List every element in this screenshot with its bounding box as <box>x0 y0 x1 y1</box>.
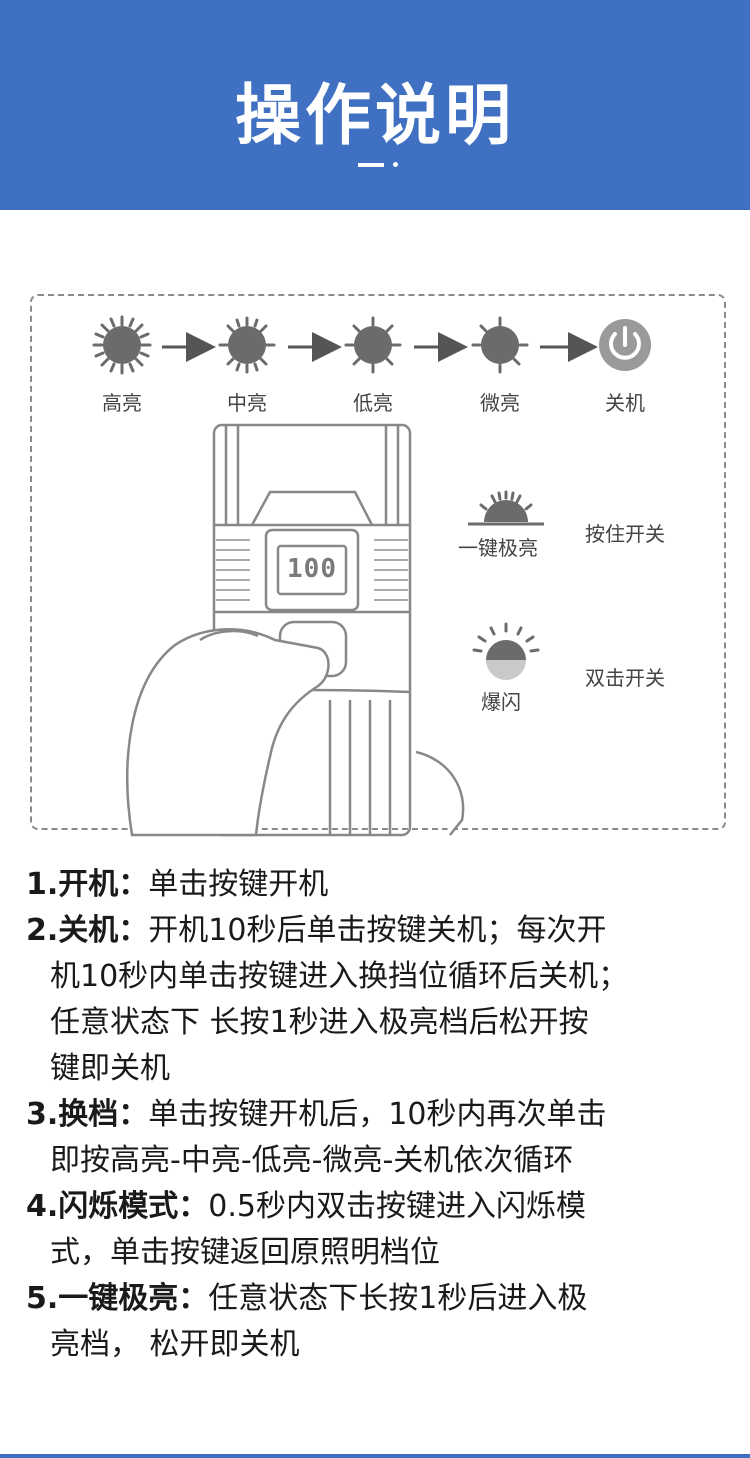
instruction-text: 式，单击按键返回原照明档位 <box>50 1235 440 1270</box>
instruction-list: 1.开机：单击按键开机 2.关机：开机10秒后单击按键关机；每次开 机10秒内单… <box>26 862 726 1368</box>
instruction-text: 0.5秒内双击按键进入闪烁模 <box>208 1189 586 1224</box>
instruction-text: 开机10秒后单击按键关机；每次开 <box>148 913 607 948</box>
instruction-text: 机10秒内单击按键进入换挡位循环后关机； <box>50 959 629 994</box>
illustration-frame <box>30 294 726 830</box>
instruction-item: 2.关机：开机10秒后单击按键关机；每次开 机10秒内单击按键进入换挡位循环后关… <box>26 908 726 1092</box>
page-title: 操作说明 <box>235 77 515 154</box>
instruction-text: 键即关机 <box>50 1051 170 1086</box>
mode-label-medium: 中亮 <box>227 391 267 415</box>
instruction-item: 5.一键极亮：任意状态下长按1秒后进入极 亮档， 松开即关机 <box>26 1276 726 1368</box>
bottom-divider <box>0 1454 750 1458</box>
low-brightness-icon <box>344 316 402 374</box>
micro-brightness-icon <box>471 316 529 374</box>
instruction-heading: 4.闪烁模式： <box>26 1189 209 1224</box>
hold-switch-label: 按住开关 <box>585 522 665 546</box>
operation-illustration <box>92 315 651 837</box>
max-brightness-label: 一键极亮 <box>458 536 538 560</box>
instruction-item: 1.开机：单击按键开机 <box>26 862 726 908</box>
instruction-heading: 5.一键极亮： <box>26 1281 209 1316</box>
instruction-text: 单击按键开机 <box>148 867 329 902</box>
instruction-text: 亮档， 松开即关机 <box>50 1327 300 1362</box>
power-off-icon <box>599 319 651 371</box>
mode-label-high: 高亮 <box>102 391 142 415</box>
instruction-text: 任意状态下 长按1秒进入极亮档后松开按 <box>50 1005 589 1040</box>
high-brightness-icon <box>92 315 152 375</box>
mode-label-micro: 微亮 <box>480 391 520 415</box>
double-click-label: 双击开关 <box>585 666 665 690</box>
instruction-item: 4.闪烁模式：0.5秒内双击按键进入闪烁模 式，单击按键返回原照明档位 <box>26 1184 726 1276</box>
hand-illustration <box>126 628 465 837</box>
mode-label-low: 低亮 <box>353 391 393 415</box>
max-brightness-icon <box>468 490 544 526</box>
instruction-heading: 3.换档： <box>26 1097 149 1132</box>
mode-label-off: 关机 <box>605 391 645 415</box>
instruction-heading: 1.开机： <box>26 867 149 902</box>
device-display-readout: 100 <box>287 554 337 584</box>
instruction-item: 3.换档：单击按键开机后，10秒内再次单击 即按高亮-中亮-低亮-微亮-关机依次… <box>26 1092 726 1184</box>
instruction-text: 任意状态下长按1秒后进入极 <box>208 1281 588 1316</box>
strobe-label: 爆闪 <box>481 690 521 714</box>
header-banner: 操作说明 <box>0 0 750 210</box>
strobe-icon <box>472 622 540 680</box>
title-underline-dot <box>393 162 398 167</box>
instruction-text: 即按高亮-中亮-低亮-微亮-关机依次循环 <box>50 1143 574 1178</box>
medium-brightness-icon <box>218 316 276 374</box>
title-underline <box>358 163 384 167</box>
instruction-text: 单击按键开机后，10秒内再次单击 <box>148 1097 607 1132</box>
instruction-heading: 2.关机： <box>26 913 149 948</box>
